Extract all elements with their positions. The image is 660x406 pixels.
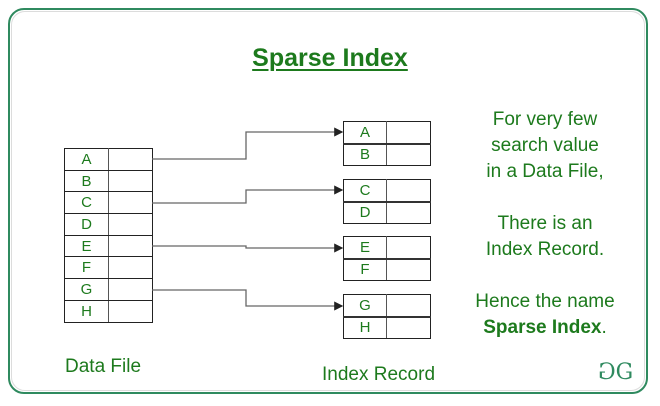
explanation-para-3: Hence the name Sparse Index. (440, 289, 650, 341)
explanation-bold-term: Sparse Index (483, 317, 602, 338)
index-row: E (343, 236, 431, 260)
data-file-row: F (64, 256, 153, 280)
index-block: C D (343, 179, 431, 224)
data-file-value (108, 169, 153, 193)
explanation-para-2: There is an Index Record. (440, 211, 650, 263)
index-row: G (343, 294, 431, 318)
inner-frame-shadow (11, 11, 645, 391)
explanation-para-1: For very few search value in a Data File… (440, 107, 650, 185)
index-pointer (386, 121, 431, 145)
connector-a (152, 127, 344, 160)
data-file-row: E (64, 234, 153, 258)
data-file-row: D (64, 213, 153, 236)
connector-g (152, 289, 344, 311)
data-file-row: C (64, 191, 153, 215)
outer-frame (8, 8, 648, 394)
index-pointer (386, 258, 431, 281)
explanation-line: in a Data File, (486, 161, 604, 182)
connector-e (152, 243, 344, 253)
data-file-row: A (64, 148, 153, 171)
logo-left-glyph: G (600, 360, 616, 385)
logo-right-glyph: G (615, 360, 634, 385)
explanation-line: Sparse Index. (440, 315, 650, 341)
index-key: A (343, 121, 387, 145)
data-file-row: H (64, 299, 153, 323)
explanation-line: Index Record. (485, 239, 605, 260)
explanation-line: There is an (497, 213, 593, 234)
explanation-line: For very few (492, 109, 598, 130)
explanation-period: . (601, 317, 607, 338)
explanation-line: search value (491, 135, 599, 156)
data-file-value (108, 299, 153, 323)
index-key: C (343, 179, 387, 203)
index-pointer (386, 316, 431, 339)
index-record-label: Index Record (322, 364, 436, 385)
index-row: D (343, 201, 431, 224)
index-key: D (343, 201, 387, 224)
index-pointer (386, 236, 431, 260)
data-file-value (108, 213, 153, 236)
index-pointer (386, 201, 431, 224)
index-row: H (343, 316, 431, 339)
index-pointer (386, 294, 431, 318)
explanation-line: Hence the name (475, 291, 615, 312)
index-row: C (343, 179, 431, 203)
diagram-title: Sparse Index (252, 44, 408, 72)
data-file-row: G (64, 278, 153, 301)
index-block: E F (343, 236, 431, 281)
data-file-table: A B C D E F G H (64, 148, 153, 323)
data-file-row: B (64, 169, 153, 193)
gfg-logo-icon: GG (600, 360, 634, 385)
connector-c (152, 185, 344, 204)
index-pointer (386, 143, 431, 166)
index-block: A B (343, 121, 431, 166)
index-key: E (343, 236, 387, 260)
index-pointer (386, 179, 431, 203)
index-row: B (343, 143, 431, 166)
data-file-label: Data File (65, 356, 142, 377)
index-key: F (343, 258, 387, 281)
index-row: A (343, 121, 431, 145)
index-row: F (343, 258, 431, 281)
index-block: G H (343, 294, 431, 339)
